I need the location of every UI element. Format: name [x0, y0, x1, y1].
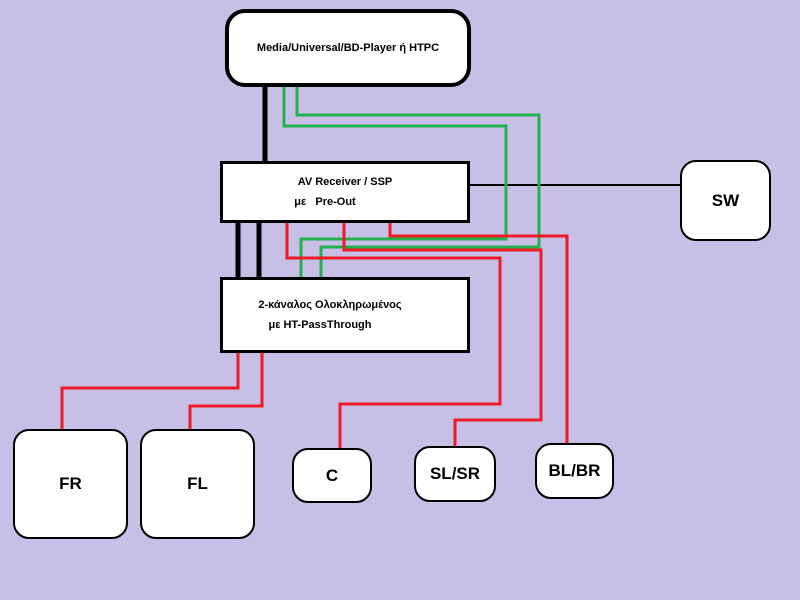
- back-wire: [388, 223, 569, 443]
- speaker-sl-sr-label: SL/SR: [429, 464, 481, 483]
- red-connections: [60, 223, 569, 448]
- speaker-bl-br-label: BL/BR: [548, 461, 601, 480]
- speaker-sl-sr: SL/SR: [414, 446, 496, 502]
- integrated-amp-box: 2-κάναλος Ολοκληρωμένος με HT-PassThroug…: [220, 277, 470, 353]
- black-connections: [235, 87, 268, 277]
- media-player-box: Media/Universal/BD-Player ή HTPC: [225, 9, 471, 87]
- fl-wire: [188, 353, 264, 429]
- green-wire-outer: [282, 87, 508, 277]
- av-receiver-box: AV Receiver / SSP με Pre-Out: [220, 161, 470, 223]
- av-receiver-label: AV Receiver / SSP: [297, 176, 393, 188]
- speaker-sw-label: SW: [711, 190, 740, 210]
- fr-wire: [60, 353, 240, 429]
- surround-wire: [342, 223, 543, 446]
- speaker-sw: SW: [680, 160, 771, 241]
- speaker-fl: FL: [140, 429, 255, 539]
- media-player-label: Media/Universal/BD-Player ή HTPC: [256, 42, 440, 54]
- speaker-fr: FR: [13, 429, 128, 539]
- integrated-amp-label: 2-κάναλος Ολοκληρωμένος: [258, 299, 402, 311]
- integrated-amp-sublabel: με HT-PassThrough: [268, 319, 372, 331]
- speaker-c: C: [292, 448, 372, 503]
- speaker-fr-label: FR: [59, 474, 82, 493]
- green-connections: [282, 87, 541, 277]
- center-wire: [285, 223, 502, 448]
- green-wire-inner: [295, 87, 541, 277]
- speaker-fl-label: FL: [187, 474, 208, 493]
- speaker-c-label: C: [325, 465, 339, 485]
- av-receiver-sublabel: με Pre-Out: [294, 196, 356, 208]
- speaker-bl-br: BL/BR: [535, 443, 614, 499]
